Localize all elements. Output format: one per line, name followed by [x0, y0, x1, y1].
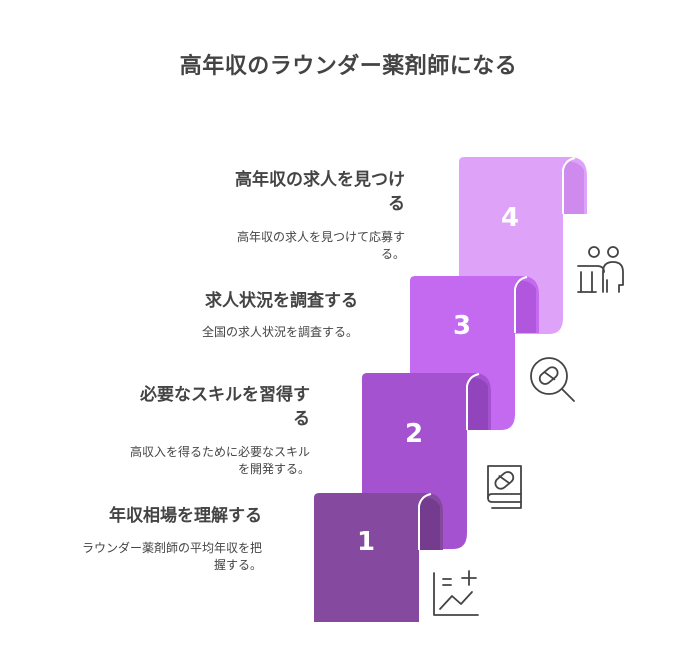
step-4-number: 4 [501, 203, 519, 233]
chart-icon [433, 570, 479, 616]
step-1-title: 年収相場を理解する [109, 506, 262, 526]
page-title: 高年収のラウンダー薬剤師になる [179, 54, 518, 79]
magnifier-icon [530, 357, 575, 402]
step-2-description: 高収入を得るために必要なスキルを開発する。 [129, 445, 310, 476]
step-1-banner: 1 [314, 493, 443, 622]
step-4-description: 高年収の求人を見つけて応募する。 [236, 230, 405, 261]
step-3-title: 求人状況を調査する [205, 291, 358, 311]
step-3-description: 全国の求人状況を調査する。 [201, 325, 358, 339]
step-1-number: 1 [357, 527, 375, 557]
step-3-number: 3 [453, 311, 471, 341]
step-2-number: 2 [405, 419, 423, 449]
step-1-description: ラウンダー薬剤師の平均年収を把握する。 [81, 541, 262, 572]
people-icon [577, 246, 624, 293]
book-icon [487, 465, 522, 509]
step-4-title: 高年収の求人を見つける [235, 170, 405, 214]
step-2-title: 必要なスキルを習得する [140, 385, 310, 429]
